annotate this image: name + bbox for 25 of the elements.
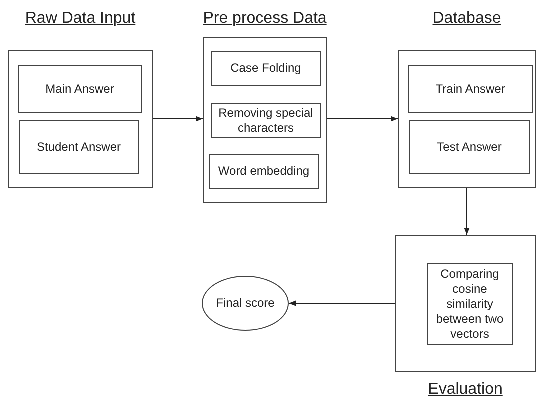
arrow: [326, 116, 398, 122]
group-heading: Raw Data Input: [25, 10, 136, 28]
process-box: [408, 65, 533, 113]
arrow: [288, 300, 396, 306]
node-label: Removing special characters: [218, 104, 314, 136]
process-box: [19, 120, 139, 174]
process-box: [211, 51, 321, 86]
node-label: Main Answer: [44, 80, 116, 98]
node-label: Student Answer: [36, 138, 122, 156]
node-label: Case Folding: [230, 60, 302, 77]
node-label: Word embedding: [217, 163, 311, 180]
process-box: [427, 263, 513, 345]
arrow: [464, 188, 470, 236]
node-label: Final score: [215, 295, 276, 312]
process-box: [211, 103, 321, 138]
node-label: Test Answer: [436, 138, 503, 156]
group-heading: Pre process Data: [203, 10, 327, 28]
process-box: [18, 65, 142, 113]
process-box: [209, 154, 319, 189]
node-label: Train Answer: [434, 80, 506, 98]
group-heading: Database: [432, 10, 502, 28]
group-heading: Evaluation: [428, 381, 503, 399]
node-label: Comparing cosine similarity between two vectors: [435, 266, 505, 342]
process-box: [409, 120, 530, 174]
arrow: [152, 116, 204, 122]
